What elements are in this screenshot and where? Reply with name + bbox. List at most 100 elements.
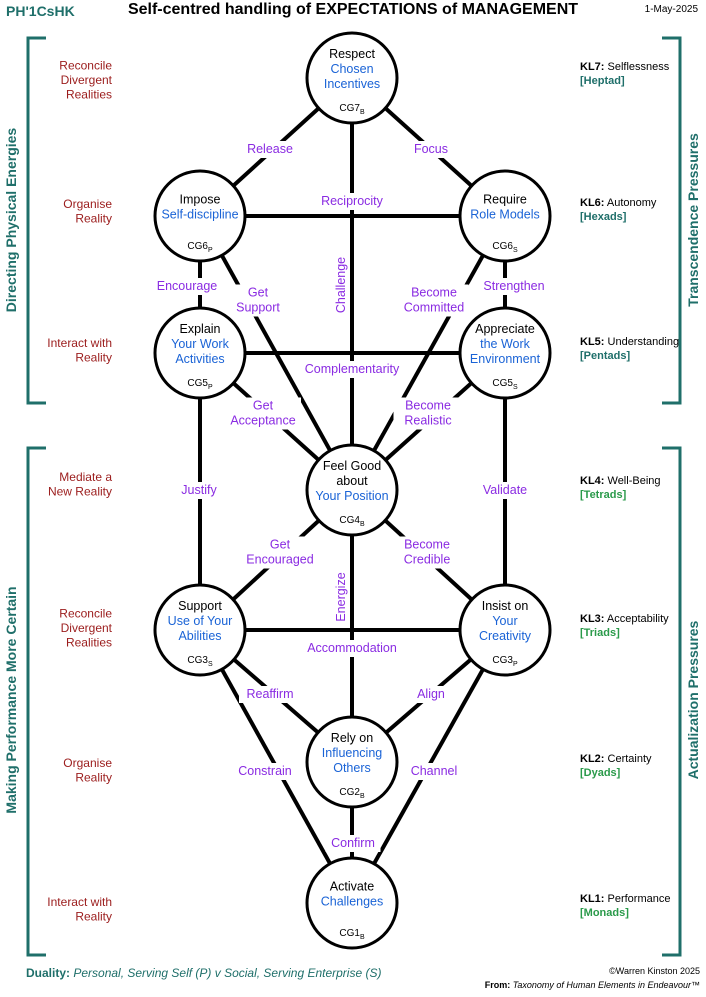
- edge-label-text: Strengthen: [483, 279, 544, 293]
- edge-label-bg: [410, 686, 452, 703]
- edge-label-text: Encourage: [157, 279, 218, 293]
- document-date: 1-May-2025: [644, 4, 698, 15]
- edge-label-bg: [225, 397, 301, 430]
- node-circle: [305, 856, 399, 950]
- duality-text: Personal, Serving Self (P) v Social, Ser…: [70, 966, 382, 980]
- node-code: CG6S: [492, 241, 518, 254]
- left-label-text: Realities: [66, 88, 112, 102]
- node-description: Incentives: [324, 77, 380, 91]
- edge-label-strengthen: Strengthen: [476, 278, 552, 295]
- edge-label-text: Constrain: [238, 764, 292, 778]
- node-description: Your Position: [315, 489, 388, 503]
- edge-label-text: Become: [405, 399, 451, 413]
- level-group: [Monads]: [580, 907, 629, 919]
- edge-label-text: Encouraged: [246, 553, 313, 567]
- level-group: [Hexads]: [580, 211, 627, 223]
- level-name: KL2: Certainty: [580, 753, 652, 765]
- level-name: KL5: Understanding: [580, 336, 679, 348]
- node-description: Challenges: [321, 895, 384, 909]
- edge-label-text: Focus: [414, 142, 448, 156]
- edge-label-bg: [296, 361, 408, 378]
- edge-label-reaffirm: Reaffirm: [239, 686, 301, 703]
- edge-label-complementarity: Complementarity: [296, 361, 408, 378]
- edge-label-justify: Justify: [171, 482, 227, 499]
- copyright: ©Warren Kinston 2025: [609, 966, 700, 976]
- level-labels: KL7: Selflessness [Heptad] KL6: Autonomy[H…: [580, 61, 679, 919]
- node-circle: [153, 169, 247, 263]
- edge-label-bg: [474, 482, 536, 499]
- source-label: From:: [484, 980, 511, 990]
- edge-label-bg: [325, 835, 381, 852]
- node-description: the Work: [480, 337, 531, 351]
- edge-label-align: Align: [410, 686, 452, 703]
- node-description: Use of Your: [168, 614, 233, 628]
- edge-label-bg: [152, 278, 222, 295]
- edge-label-bg: [396, 536, 458, 569]
- node-circle: [458, 306, 552, 400]
- level-group: [Tetrads]: [580, 489, 627, 501]
- edge-label-challenge: Challenge: [333, 250, 350, 320]
- left-label-text: Reality: [75, 350, 112, 364]
- node-circle: [305, 443, 399, 537]
- node-heading: Respect: [329, 47, 375, 61]
- edge-label-text: Complementarity: [305, 362, 400, 376]
- side-label-left-bottom: Making Performance More Certain: [3, 586, 19, 813]
- edge-label-bg: [333, 566, 350, 628]
- edge-label-bg: [310, 193, 394, 210]
- edge-label-text: Confirm: [331, 836, 375, 850]
- level-group: [Pentads]: [580, 350, 630, 362]
- level-label-7: KL1: Performance[Monads]: [580, 893, 670, 919]
- edge-label-text: Credible: [404, 553, 451, 567]
- level-label-5: KL3: Acceptability[Triads]: [580, 613, 669, 639]
- edge-label-channel: Channel: [406, 763, 462, 780]
- edge-label-text: Become: [404, 538, 450, 552]
- bracket-right-bottom: [662, 446, 682, 957]
- edge-label-text: Justify: [181, 483, 217, 497]
- node-heading: about: [336, 474, 368, 488]
- edge-label-text: Reciprocity: [321, 194, 384, 208]
- node-description: Role Models: [470, 208, 539, 222]
- level-group: [Heptad]: [580, 75, 625, 87]
- node-description: Environment: [470, 352, 541, 366]
- level-label-2: KL6: Autonomy[Hexads]: [580, 197, 657, 223]
- edge-label-bg: [239, 686, 301, 703]
- node-code: CG6P: [187, 241, 213, 254]
- edge-label-focus: Focus: [410, 141, 452, 158]
- edge-label-reciprocity: Reciprocity: [310, 193, 394, 210]
- side-label-left-top: Directing Physical Energies: [3, 128, 19, 313]
- edge-label-bg: [242, 141, 298, 158]
- edge-label-text: Get: [253, 399, 274, 413]
- node-description: Influencing: [322, 746, 383, 760]
- edge-label-bg: [230, 284, 286, 317]
- edge-label-bg: [171, 482, 227, 499]
- edge-label-text: Realistic: [404, 414, 451, 428]
- node-code: CG7B: [339, 103, 365, 116]
- node-code: CG5S: [492, 378, 518, 391]
- left-label-text: Interact with: [47, 895, 112, 909]
- level-name: KL7: Selflessness: [580, 61, 670, 73]
- edge-label-bg: [242, 536, 318, 569]
- bracket-right-top: [662, 36, 682, 405]
- edge-label-bg: [230, 763, 300, 780]
- left-label-text: New Reality: [48, 484, 112, 498]
- node-code: CG1B: [339, 928, 365, 941]
- node-circle: [458, 169, 552, 263]
- left-label-text: Reality: [75, 770, 112, 784]
- edge-label-text: Acceptance: [230, 414, 295, 428]
- edge-label-bg: [333, 250, 350, 320]
- bracket-left-top: [26, 36, 46, 405]
- diagram-nodes: RespectChosenIncentivesCG7BImposeSelf-di…: [153, 31, 552, 950]
- level-name: KL3: Acceptability: [580, 613, 669, 625]
- edge-label-text: Support: [236, 301, 280, 315]
